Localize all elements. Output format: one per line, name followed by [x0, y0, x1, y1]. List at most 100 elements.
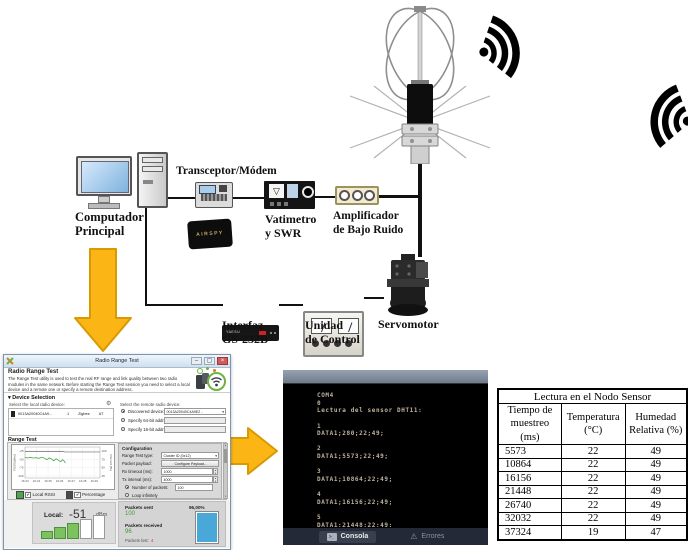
local-device-label: Select the local radio device:	[9, 402, 65, 407]
console-line	[317, 484, 486, 492]
range-test-type-select[interactable]: Cluster ID (0x12) ▾	[161, 452, 219, 459]
monitor-frame	[76, 156, 132, 196]
bracket-bolt	[410, 139, 414, 143]
num-packets-input[interactable]: 100	[175, 484, 213, 491]
wattmeter-button	[270, 202, 274, 206]
local-rssi-checkbox[interactable]: ✔	[24, 491, 32, 498]
window-title: Radio Range Test	[95, 358, 139, 364]
percentage-checkbox[interactable]: ✔	[74, 491, 81, 498]
packets-lost-value: 4	[151, 538, 154, 543]
xctu-range-test-logo	[196, 367, 228, 394]
control-unit-device	[303, 311, 364, 357]
control-unit-knob	[345, 340, 352, 347]
local-rssi-label: Local:	[44, 512, 64, 519]
console-line: DATA1;21448;22;49;	[317, 521, 393, 527]
wattmeter-knob	[302, 186, 314, 198]
tab-consola[interactable]: >_ Consola	[318, 530, 377, 543]
svg-text:-75: -75	[19, 466, 24, 470]
wattmeter-button	[277, 202, 281, 206]
wire-computer-interface	[145, 304, 223, 306]
svg-text:16:25: 16:25	[44, 479, 52, 483]
console-tab-bar: >_ Consola ⚠ Errores	[283, 528, 488, 545]
console-line: 3	[317, 468, 322, 476]
rx-timeout-input[interactable]: 1000	[161, 468, 213, 475]
table-header-cell: Temperatura (°C)	[560, 403, 626, 445]
rssi-bar	[67, 523, 79, 539]
transceiver-grille	[201, 194, 227, 201]
bracket-bolt	[428, 139, 432, 143]
console-line: COM4	[317, 392, 334, 399]
range-test-type-label: Range Test type:	[122, 453, 154, 458]
computer-monitor	[76, 156, 132, 209]
console-line: DATA1;280;22;49;	[317, 430, 385, 438]
rssi-bar	[80, 519, 92, 539]
header-divider	[4, 392, 230, 393]
console-line: DATA1;16156;22;49;	[317, 498, 393, 506]
xbee-module-icon	[11, 410, 15, 417]
console-line: DATA1;10864;22;49;	[317, 476, 393, 484]
section-collapse-icon[interactable]: ▾	[8, 395, 11, 401]
transceiver-knob	[219, 185, 227, 192]
console-line: 2	[317, 445, 322, 453]
num-packets-label: Number of packets:	[132, 485, 169, 490]
servomotor-device	[387, 254, 429, 316]
device-selection-section[interactable]: ▾ Device Selection	[8, 395, 56, 401]
amplifier-connector	[338, 190, 350, 201]
discovered-device-radio[interactable]	[121, 409, 125, 413]
range-test-window: Radio Range Test – ▢ × Radio Range Test …	[3, 354, 231, 550]
packets-received-value: 96	[125, 529, 132, 535]
configure-payload-button[interactable]: Configure Payload...	[161, 460, 219, 467]
close-button[interactable]: ×	[217, 357, 228, 365]
bracket-bolt	[428, 127, 432, 131]
tx-interval-stepper[interactable]: ▴▾	[213, 476, 218, 484]
specify-64bit-radio[interactable]	[121, 418, 125, 422]
tx-interval-input[interactable]: 4000	[161, 476, 213, 483]
wattmeter-button	[284, 202, 288, 206]
tower-drive-slot	[142, 166, 163, 172]
rssi-bar	[41, 531, 53, 539]
amplifier-connector	[351, 190, 363, 201]
settings-gear-icon[interactable]: ⚙	[106, 401, 112, 407]
interface-dot	[270, 332, 272, 334]
range-test-section-title: Range Test	[8, 437, 37, 443]
warning-icon: ⚠	[410, 531, 418, 541]
packet-payload-label: Packet payload:	[122, 461, 152, 466]
tab-errores[interactable]: ⚠ Errores	[410, 531, 445, 541]
maximize-button[interactable]: ▢	[204, 357, 215, 365]
svg-text:-100: -100	[17, 474, 23, 478]
sensor-readings-table: Lectura en el Nodo Sensor Tiempo de mues…	[497, 388, 688, 541]
specify-16bit-radio[interactable]	[121, 427, 125, 431]
loop-infinitely-radio[interactable]	[125, 493, 129, 497]
amplifier-connector	[364, 190, 376, 201]
config-scrollbar[interactable]: ▴▾	[223, 443, 228, 499]
bracket-bolt	[410, 127, 414, 131]
chevron-down-icon[interactable]: ▾	[222, 410, 224, 414]
rx-timeout-stepper[interactable]: ▴▾	[213, 468, 218, 476]
svg-text:25: 25	[102, 474, 106, 478]
num-packets-radio[interactable]	[125, 485, 129, 489]
transceiver-device	[195, 182, 233, 208]
packets-percent: 96,00%	[189, 505, 205, 510]
minimize-button[interactable]: –	[191, 357, 202, 365]
console-titlebar[interactable]	[283, 370, 488, 384]
packets-panel: Packets sent 100 96,00% Packets received…	[118, 501, 226, 547]
discovered-device-combobox[interactable]: 0013A20040C4A9E2 - ▾	[164, 408, 226, 415]
svg-text:50: 50	[102, 466, 106, 470]
local-device-list[interactable]: 0013A20040C4A9... 1 Zigbee AT	[8, 408, 114, 436]
wire-tower-transceiver	[168, 197, 195, 199]
local-rssi-legend-label: Local RSSI	[32, 491, 56, 497]
local-rssi-value: -51	[69, 507, 87, 521]
window-titlebar[interactable]: Radio Range Test – ▢ ×	[4, 355, 230, 368]
specify-64bit-input[interactable]	[164, 417, 226, 424]
specify-16bit-input[interactable]	[164, 426, 226, 433]
tower-buttons	[143, 180, 153, 184]
chevron-down-icon[interactable]: ▾	[215, 454, 217, 458]
terminal-icon: >_	[326, 532, 337, 541]
